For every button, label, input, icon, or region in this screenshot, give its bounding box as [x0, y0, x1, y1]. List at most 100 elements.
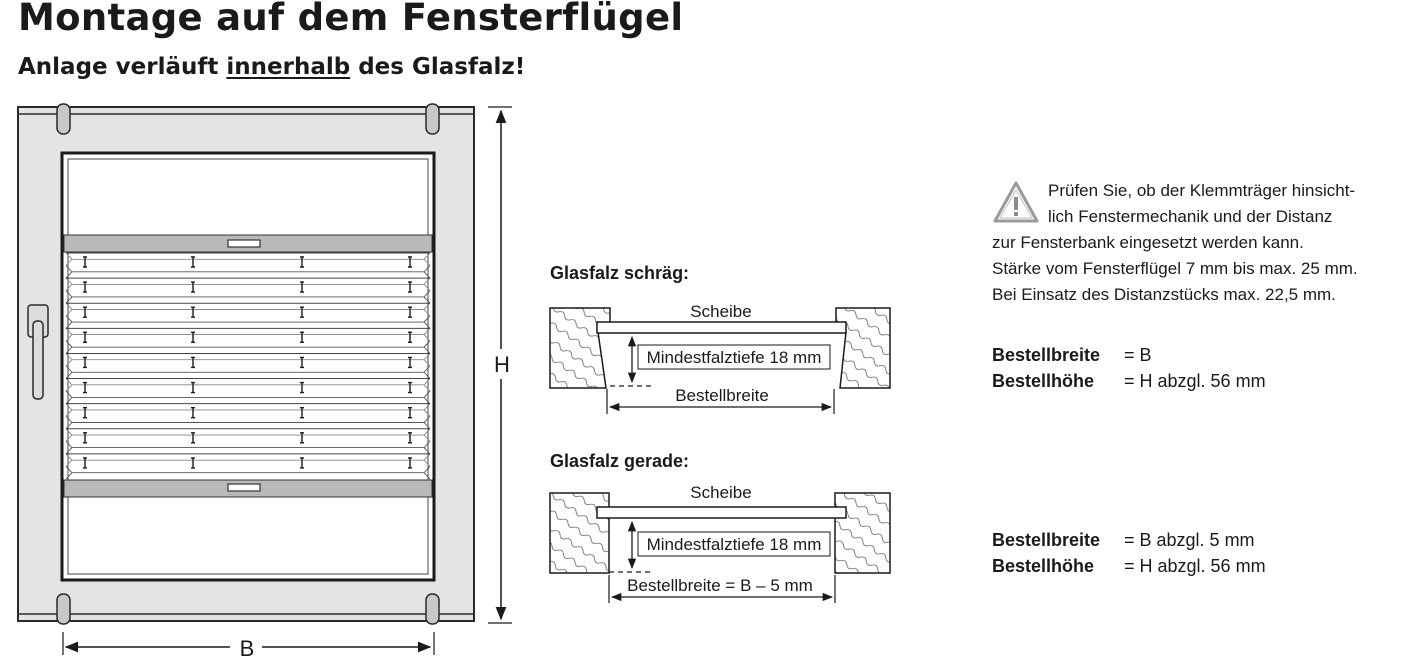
pane-label: Scheibe [690, 302, 751, 321]
blind-pleat [65, 340, 431, 354]
blind-pleat [65, 428, 431, 442]
clamp-bracket-bottom-left [56, 593, 71, 625]
glasfalz-gerade-heading: Glasfalz gerade: [550, 451, 690, 471]
clamp-bracket-top-right [425, 103, 440, 135]
order-height-term: Bestellhöhe [992, 371, 1095, 391]
blind-cord-marker [408, 432, 412, 444]
order-height-value: = H abzgl. 56 mm [1124, 371, 1266, 391]
blind-cord-marker [408, 406, 412, 419]
blind-pleat [65, 353, 431, 367]
blind-cord-marker [191, 256, 195, 268]
note-line-4: Stärke vom Fensterflügel 7 mm bis max. 2… [992, 259, 1358, 278]
blind-pleat [65, 453, 431, 467]
height-label: H [494, 352, 510, 377]
clamp-bracket-bottom-right [425, 593, 440, 625]
note-line-5: Bei Einsatz des Distanzstücks max. 22,5 … [992, 285, 1336, 304]
width-label: B [240, 636, 255, 661]
blind-pleat [65, 415, 431, 430]
blind-cord-marker [83, 381, 87, 394]
window-glass-opening [60, 151, 436, 582]
blind-cord-marker [83, 281, 87, 293]
subtitle-pre: Anlage verläuft [18, 54, 227, 80]
blind-pleat [65, 290, 431, 304]
blind-cord-marker [408, 256, 412, 268]
window-diagram: H B [17, 103, 516, 663]
glasfalz-schraeg-heading: Glasfalz schräg: [550, 263, 690, 283]
frame-profile-right [834, 492, 891, 574]
blind-cord-marker [83, 256, 87, 268]
mounting-note: Prüfen Sie, ob der Klemmträger hinsicht-… [992, 178, 1408, 308]
blind-cord-marker [83, 331, 87, 344]
blind-pleat [65, 466, 431, 480]
subtitle-post: des Glasfalz! [350, 54, 526, 80]
blind-pleat [65, 365, 431, 379]
blind-pleat [65, 390, 431, 404]
frame-profile-left [549, 307, 611, 389]
blind-pleat [65, 328, 431, 342]
blind-pleat [65, 265, 431, 279]
blind-cord-marker [408, 381, 412, 394]
blind-cord-marker [83, 306, 87, 318]
order-height-term: Bestellhöhe [992, 556, 1095, 576]
glass-pane [596, 321, 847, 334]
depth-label: Mindestfalztiefe 18 mm [647, 535, 822, 554]
order-height-value: = H abzgl. 56 mm [1124, 556, 1266, 576]
order-width-label: Bestellbreite = B – 5 mm [627, 576, 813, 595]
blind-cord-marker [408, 306, 412, 318]
blind-pleat [65, 252, 431, 266]
clamp-bracket-top-left [56, 103, 71, 135]
blind-cord-marker [408, 331, 412, 344]
blind-top-grip [227, 239, 261, 248]
frame-profile-right [835, 307, 891, 389]
frame-profile-left [549, 492, 610, 574]
blind-cord-marker [191, 281, 195, 293]
window-handle-icon [27, 304, 49, 400]
page-title: Montage auf dem Fensterflügel [18, 0, 684, 39]
blind-cord-marker [191, 381, 195, 394]
order-width-label: Bestellbreite [675, 386, 769, 405]
blind-cord-marker [300, 306, 304, 318]
note-line-3: zur Fensterbank eingesetzt werden kann. [992, 233, 1304, 252]
blind-cord-marker [191, 356, 195, 369]
pleated-blind [63, 234, 433, 498]
glass-pane [596, 506, 847, 519]
blind-cord-marker [300, 356, 304, 369]
blind-pleat [65, 315, 431, 329]
blind-pleat [65, 378, 431, 392]
order-width-value: = B abzgl. 5 mm [1124, 530, 1255, 550]
order-formula-gerade: Bestellbreite = B abzgl. 5 mm Bestellhöhe… [992, 527, 1266, 579]
order-width-term: Bestellbreite [992, 345, 1101, 365]
blind-cord-marker [300, 256, 304, 268]
blind-cord-marker [300, 381, 304, 394]
order-width-term: Bestellbreite [992, 530, 1101, 550]
blind-cord-marker [83, 406, 87, 419]
glasfalz-schraeg-diagram: Scheibe Mindestfalztiefe 18 mm Bestellbr… [549, 302, 891, 414]
blind-cord-marker [191, 306, 195, 318]
blind-cord-marker [191, 331, 195, 344]
order-width-value: = B [1124, 345, 1152, 365]
blind-cord-marker [300, 457, 304, 469]
blind-cord-marker [83, 432, 87, 444]
blind-cord-marker [300, 406, 304, 419]
blind-cord-marker [408, 356, 412, 369]
blind-cord-marker [300, 432, 304, 444]
blind-cord-marker [300, 331, 304, 344]
blind-bottom-grip [227, 483, 261, 492]
blind-pleat [65, 403, 431, 417]
pane-label: Scheibe [690, 483, 751, 502]
blind-cord-marker [83, 457, 87, 469]
blind-pleat [65, 441, 431, 455]
page-subtitle: Anlage verläuft innerhalb des Glasfalz! [18, 54, 525, 80]
note-line-2: lich Fenstermechanik und der Distanz [1048, 207, 1333, 226]
glasfalz-gerade-diagram: Scheibe Mindestfalztiefe 18 mm Bestellbr… [549, 483, 891, 603]
blind-pleat [65, 277, 431, 291]
blind-cord-marker [408, 281, 412, 293]
blind-pleat [65, 302, 431, 317]
blind-cord-marker [191, 432, 195, 444]
subtitle-underlined: innerhalb [226, 54, 351, 80]
order-formula-schraeg: Bestellbreite = B Bestellhöhe = H abzgl. 5… [992, 342, 1266, 394]
depth-label: Mindestfalztiefe 18 mm [647, 348, 822, 367]
blind-cord-marker [83, 356, 87, 369]
blind-cord-marker [191, 457, 195, 469]
blind-cord-marker [300, 281, 304, 293]
